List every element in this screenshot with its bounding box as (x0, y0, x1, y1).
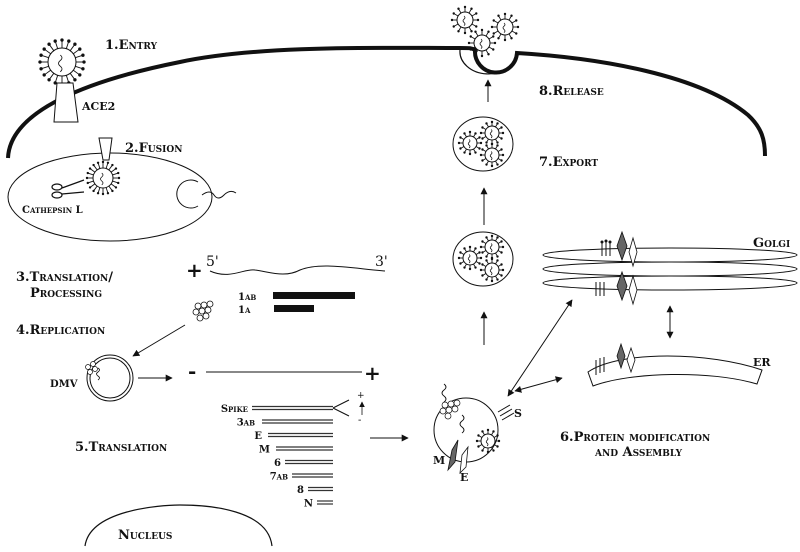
step-translation-processing-label-1: 3.Translation/ (16, 270, 113, 285)
endosome-receptor (98, 137, 113, 161)
ace2-receptor (53, 82, 79, 123)
negative-strand-plus-sign: + (364, 361, 381, 385)
scissors-icon (51, 179, 85, 199)
step-export-label: 7.Export (539, 155, 598, 170)
subgenomic-rna-label: 8 (297, 485, 304, 496)
subgenomic-rna-label: E (254, 431, 262, 442)
nucleus-label: Nucleus (118, 528, 172, 543)
export-vesicle-2 (452, 231, 514, 287)
er-proteins (595, 342, 636, 375)
export-virion (457, 130, 483, 156)
assembly-vesicle (433, 383, 515, 475)
released-virion (450, 5, 480, 35)
golgi (542, 247, 798, 291)
release-pit (459, 49, 518, 75)
negative-strand-minus-sign: - (188, 359, 196, 383)
orf1ab-label: 1ab (238, 292, 256, 303)
arrow-assembly-golgi (507, 299, 573, 397)
step-protein-mod-label-2: and Assembly (594, 445, 683, 460)
subgenomic-rna-label: 7ab (270, 472, 288, 483)
assembled-virion (475, 428, 501, 454)
step-translation-label: 5.Translation (75, 440, 167, 455)
step-entry-label: 1.Entry (105, 38, 158, 53)
replicase-complex (192, 300, 214, 322)
three-prime-label: 3' (375, 254, 388, 270)
five-prime-label: 5' (206, 254, 219, 270)
export-vesicle-1 (452, 116, 514, 172)
cell-membrane (6, 45, 767, 159)
orf1a-bar (274, 305, 314, 312)
export-virion (479, 234, 505, 260)
orf1ab-bar (273, 292, 355, 299)
membrane-protein-label: M (433, 454, 445, 467)
subgenomic-rna-label: Spike (221, 404, 248, 415)
nucleus (84, 504, 273, 547)
arrow-to-dmv (132, 324, 186, 357)
virion-fusion (85, 160, 121, 196)
ace2-label: ACE2 (81, 100, 115, 113)
step-replication-label: 4.Replication (16, 323, 105, 338)
arrow-assembly-er (514, 376, 563, 393)
dmv (85, 354, 134, 402)
export-virion (457, 245, 483, 271)
orf1a-label: 1a (238, 305, 251, 316)
genomic-rna (209, 265, 386, 275)
subgenomic-rna-label: 6 (274, 458, 281, 469)
er-label: ER (753, 356, 771, 369)
subgenomic-rna-label: M (259, 445, 270, 456)
subgenomic-rna-label: 3ab (237, 418, 255, 429)
released-virion (467, 28, 497, 58)
step-release-label: 8.Release (539, 84, 604, 99)
cathepsin-label: Cathepsin L (22, 205, 83, 216)
dmv-label: DMV (50, 379, 78, 390)
er (587, 355, 763, 387)
sg-strand-split (332, 399, 350, 417)
export-virion (479, 257, 505, 283)
golgi-label: Golgi (753, 236, 790, 251)
envelope-protein-label: E (460, 471, 468, 484)
export-virion (479, 120, 505, 146)
genome-plus-sign: + (186, 258, 203, 282)
virion-entry (38, 38, 86, 86)
step-fusion-label: 2.Fusion (125, 141, 182, 156)
sg-minus-sign: - (358, 415, 361, 426)
spike-protein-label: S (514, 407, 522, 420)
uncoating-virion (176, 179, 237, 209)
subgenomic-rna-label: N (304, 499, 313, 510)
sg-plus-sign: + (357, 391, 365, 401)
step-translation-processing-label-2: Processing (30, 286, 102, 301)
released-virion (490, 12, 520, 42)
step-protein-mod-label-1: 6.Protein modification (560, 430, 710, 445)
export-virion (479, 142, 505, 168)
golgi-proteins (595, 230, 638, 306)
